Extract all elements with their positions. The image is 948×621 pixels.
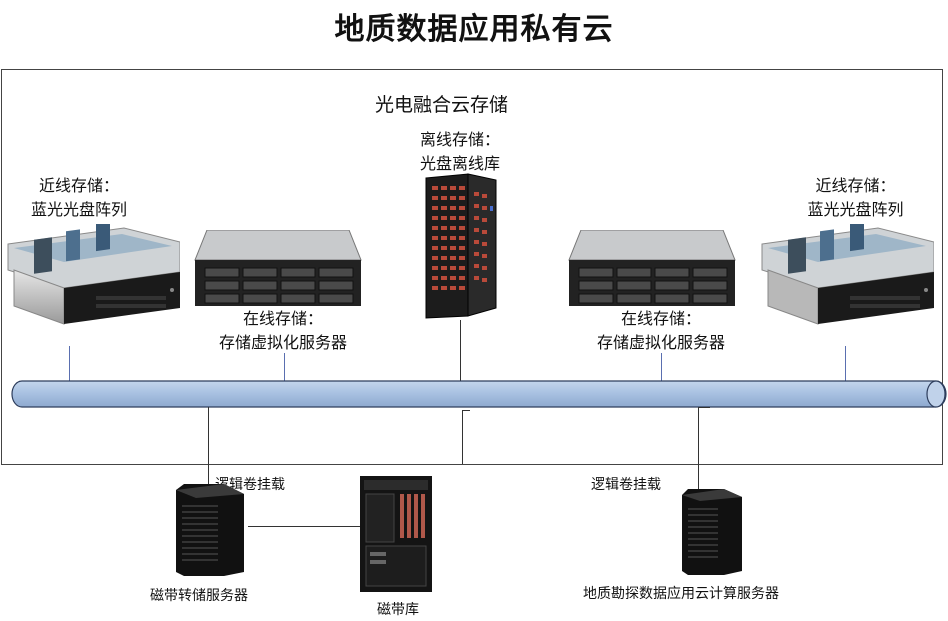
rack-server-right-icon (567, 230, 737, 308)
connector-compute-tick (698, 407, 710, 408)
connector-center-tick (462, 410, 470, 411)
cloud-storage-label: 光电融合云存储 (375, 94, 509, 116)
offline-storage-line1: 离线存储： (419, 130, 500, 149)
offline-storage-label: 离线存储： 光盘离线库 (405, 128, 515, 176)
online-right-line2: 存储虚拟化服务器 (596, 333, 725, 352)
connector-nearline-right (845, 346, 846, 382)
connector-online-left (284, 353, 285, 382)
online-left-line2: 存储虚拟化服务器 (218, 333, 347, 352)
offline-storage-line2: 光盘离线库 (419, 154, 500, 173)
cloud-storage-frame (1, 69, 943, 465)
nearline-left-line2: 蓝光光盘阵列 (30, 200, 127, 219)
mount-right-label: 逻辑卷挂载 (591, 477, 661, 493)
connector-center-down (462, 410, 463, 464)
storage-bus (10, 378, 948, 410)
nearline-left-label: 近线存储： 蓝光光盘阵列 (14, 174, 144, 222)
online-right-label: 在线存储： 存储虚拟化服务器 (578, 307, 744, 355)
compute-server-label: 地质勘探数据应用云计算服务器 (583, 586, 779, 602)
connector-online-right (661, 353, 662, 382)
tape-library-label: 磁带库 (377, 602, 419, 618)
tape-library-icon (358, 474, 434, 594)
tape-server-label: 磁带转储服务器 (150, 588, 248, 604)
online-right-line1: 在线存储： (620, 309, 701, 328)
nearline-right-line2: 蓝光光盘阵列 (807, 200, 904, 219)
tape-server-icon (174, 484, 246, 576)
connector-compute-server (698, 407, 699, 492)
bluray-array-right-icon (758, 224, 934, 330)
compute-server-icon (680, 489, 744, 575)
nearline-right-label: 近线存储： 蓝光光盘阵列 (788, 174, 923, 222)
connector-tape-link (248, 526, 360, 527)
connector-nearline-left (69, 346, 70, 382)
bluray-array-left-icon (4, 224, 180, 330)
nearline-right-line1: 近线存储： (815, 176, 896, 195)
rack-server-left-icon (193, 230, 363, 308)
online-left-line1: 在线存储： (242, 309, 323, 328)
optical-disc-library-icon (422, 172, 498, 320)
online-left-label: 在线存储： 存储虚拟化服务器 (200, 307, 366, 355)
connector-offline (460, 320, 461, 382)
connector-tape-server (208, 407, 209, 499)
nearline-left-line1: 近线存储： (38, 176, 119, 195)
diagram-title: 地质数据应用私有云 (334, 12, 614, 47)
